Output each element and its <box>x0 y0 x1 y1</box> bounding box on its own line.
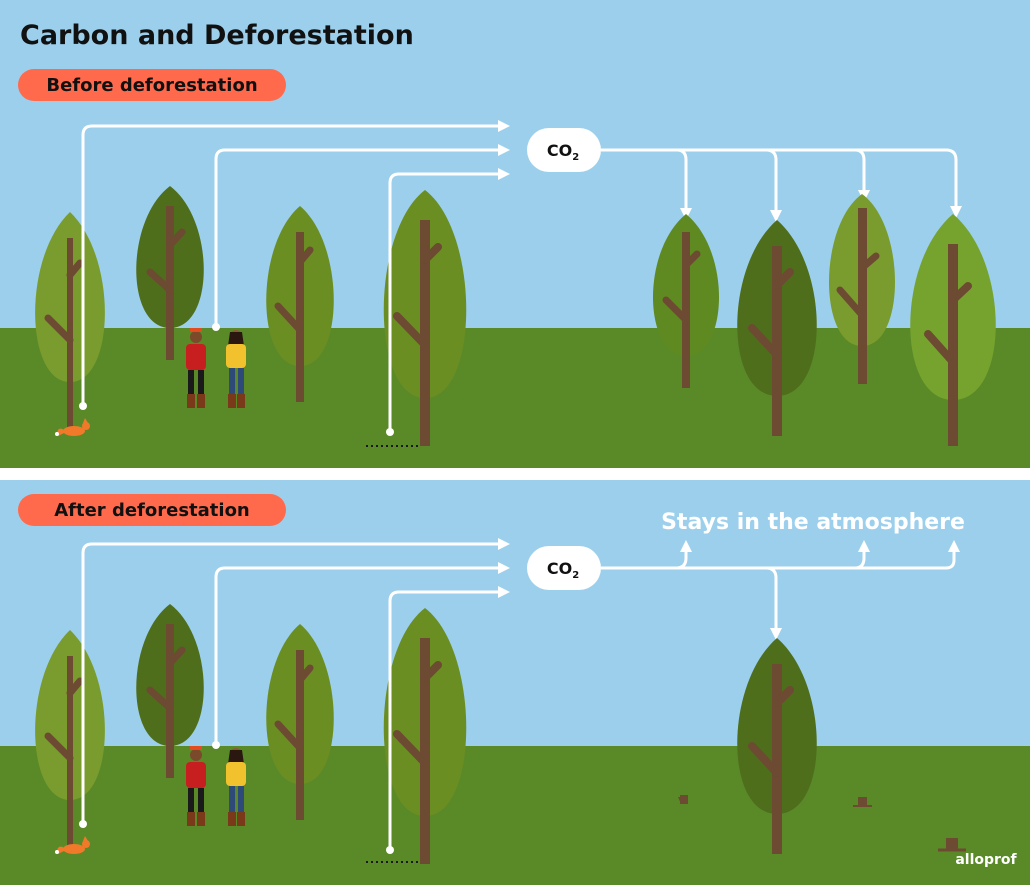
atmosphere-note: Stays in the atmosphere <box>661 510 965 535</box>
emission-source <box>386 846 394 854</box>
arrow-icon <box>214 562 510 744</box>
tree <box>652 214 720 388</box>
arrow-icon <box>388 168 510 432</box>
panel-after: After deforestation Stays in the atmosph… <box>0 480 1030 885</box>
ground-after <box>0 746 1030 885</box>
emission-source <box>386 428 394 436</box>
tree-stump-icon <box>676 795 690 804</box>
tree <box>136 186 204 360</box>
panel-before: Carbon and Deforestation Before deforest… <box>0 20 1030 468</box>
svg-text:CO2: CO2 <box>547 141 579 163</box>
panel-divider <box>0 468 1030 480</box>
emission-source <box>79 820 87 828</box>
absorption-arrows-after <box>601 540 960 640</box>
after-label-pill: After deforestation <box>18 494 286 526</box>
emission-arrows-after <box>81 538 510 850</box>
co2-bubble-after: CO2 <box>527 546 601 590</box>
page-title: Carbon and Deforestation <box>20 20 414 51</box>
brand-logo: alloprof <box>955 852 1017 868</box>
co2-subscript: 2 <box>572 152 579 163</box>
co2-bubble-before: CO2 <box>527 128 601 172</box>
arrow-icon <box>214 144 510 326</box>
emission-arrows-before <box>81 120 510 432</box>
fox-icon <box>55 836 90 854</box>
emission-source <box>79 402 87 410</box>
absorption-arrows-before <box>601 148 962 222</box>
emission-source <box>212 741 220 749</box>
person-icon <box>226 748 246 826</box>
before-label: Before deforestation <box>46 75 257 96</box>
co2-subscript: 2 <box>572 570 579 581</box>
tree <box>266 206 334 402</box>
tree-stump-icon <box>853 797 872 807</box>
emission-source <box>212 323 220 331</box>
person-icon <box>186 328 206 408</box>
ground-before <box>0 328 1030 468</box>
tree <box>383 190 467 446</box>
tree <box>136 604 204 778</box>
co2-label: CO <box>547 559 572 578</box>
person-icon <box>186 746 206 826</box>
svg-text:CO2: CO2 <box>547 559 579 581</box>
tree <box>737 220 817 436</box>
tree <box>829 194 895 384</box>
fox-icon <box>55 418 90 436</box>
tree <box>383 608 467 864</box>
tree <box>910 214 996 446</box>
before-label-pill: Before deforestation <box>18 69 286 101</box>
after-label: After deforestation <box>54 500 250 521</box>
arrow-icon <box>81 120 510 405</box>
tree <box>266 624 334 820</box>
tree <box>35 630 105 848</box>
co2-label: CO <box>547 141 572 160</box>
arrow-icon <box>388 586 510 850</box>
tree <box>35 212 105 430</box>
tree <box>737 638 817 854</box>
person-icon <box>226 330 246 408</box>
tree-stump-icon <box>938 838 966 852</box>
arrow-icon <box>81 538 510 823</box>
